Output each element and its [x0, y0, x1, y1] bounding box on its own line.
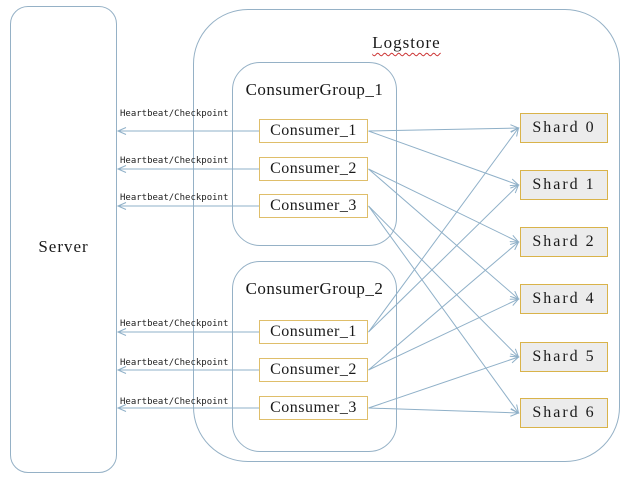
- heartbeat-label-cg1-c2: Heartbeat/Checkpoint: [120, 156, 229, 166]
- consumer-group-2-label: ConsumerGroup_2: [245, 279, 384, 298]
- logstore-box: [193, 9, 620, 462]
- server-box: Server: [10, 6, 117, 473]
- shard-box-s5: Shard 5: [520, 342, 608, 372]
- heartbeat-label-cg2-c2: Heartbeat/Checkpoint: [120, 358, 229, 368]
- shard-box-s6: Shard 6: [520, 398, 608, 428]
- consumer-group-1-label: ConsumerGroup_1: [245, 80, 384, 99]
- heartbeat-label-cg2-c1: Heartbeat/Checkpoint: [120, 319, 229, 329]
- shard-box-s1: Shard 1: [520, 170, 608, 200]
- consumer-box-cg1-c2: Consumer_2: [259, 157, 368, 181]
- consumer-box-cg1-c3: Consumer_3: [259, 194, 368, 218]
- shard-box-s4: Shard 4: [520, 284, 608, 314]
- consumer-box-cg2-c3: Consumer_3: [259, 396, 368, 420]
- shard-box-s2: Shard 2: [520, 227, 608, 257]
- server-label: Server: [38, 236, 89, 256]
- heartbeat-label-cg2-c3: Heartbeat/Checkpoint: [120, 397, 229, 407]
- heartbeat-label-cg1-c1: Heartbeat/Checkpoint: [120, 109, 229, 119]
- consumer-box-cg1-c1: Consumer_1: [259, 119, 368, 143]
- logstore-label: Logstore: [372, 33, 441, 52]
- shard-box-s0: Shard 0: [520, 113, 608, 143]
- heartbeat-label-cg1-c3: Heartbeat/Checkpoint: [120, 193, 229, 203]
- consumer-box-cg2-c2: Consumer_2: [259, 358, 368, 382]
- consumer-box-cg2-c1: Consumer_1: [259, 320, 368, 344]
